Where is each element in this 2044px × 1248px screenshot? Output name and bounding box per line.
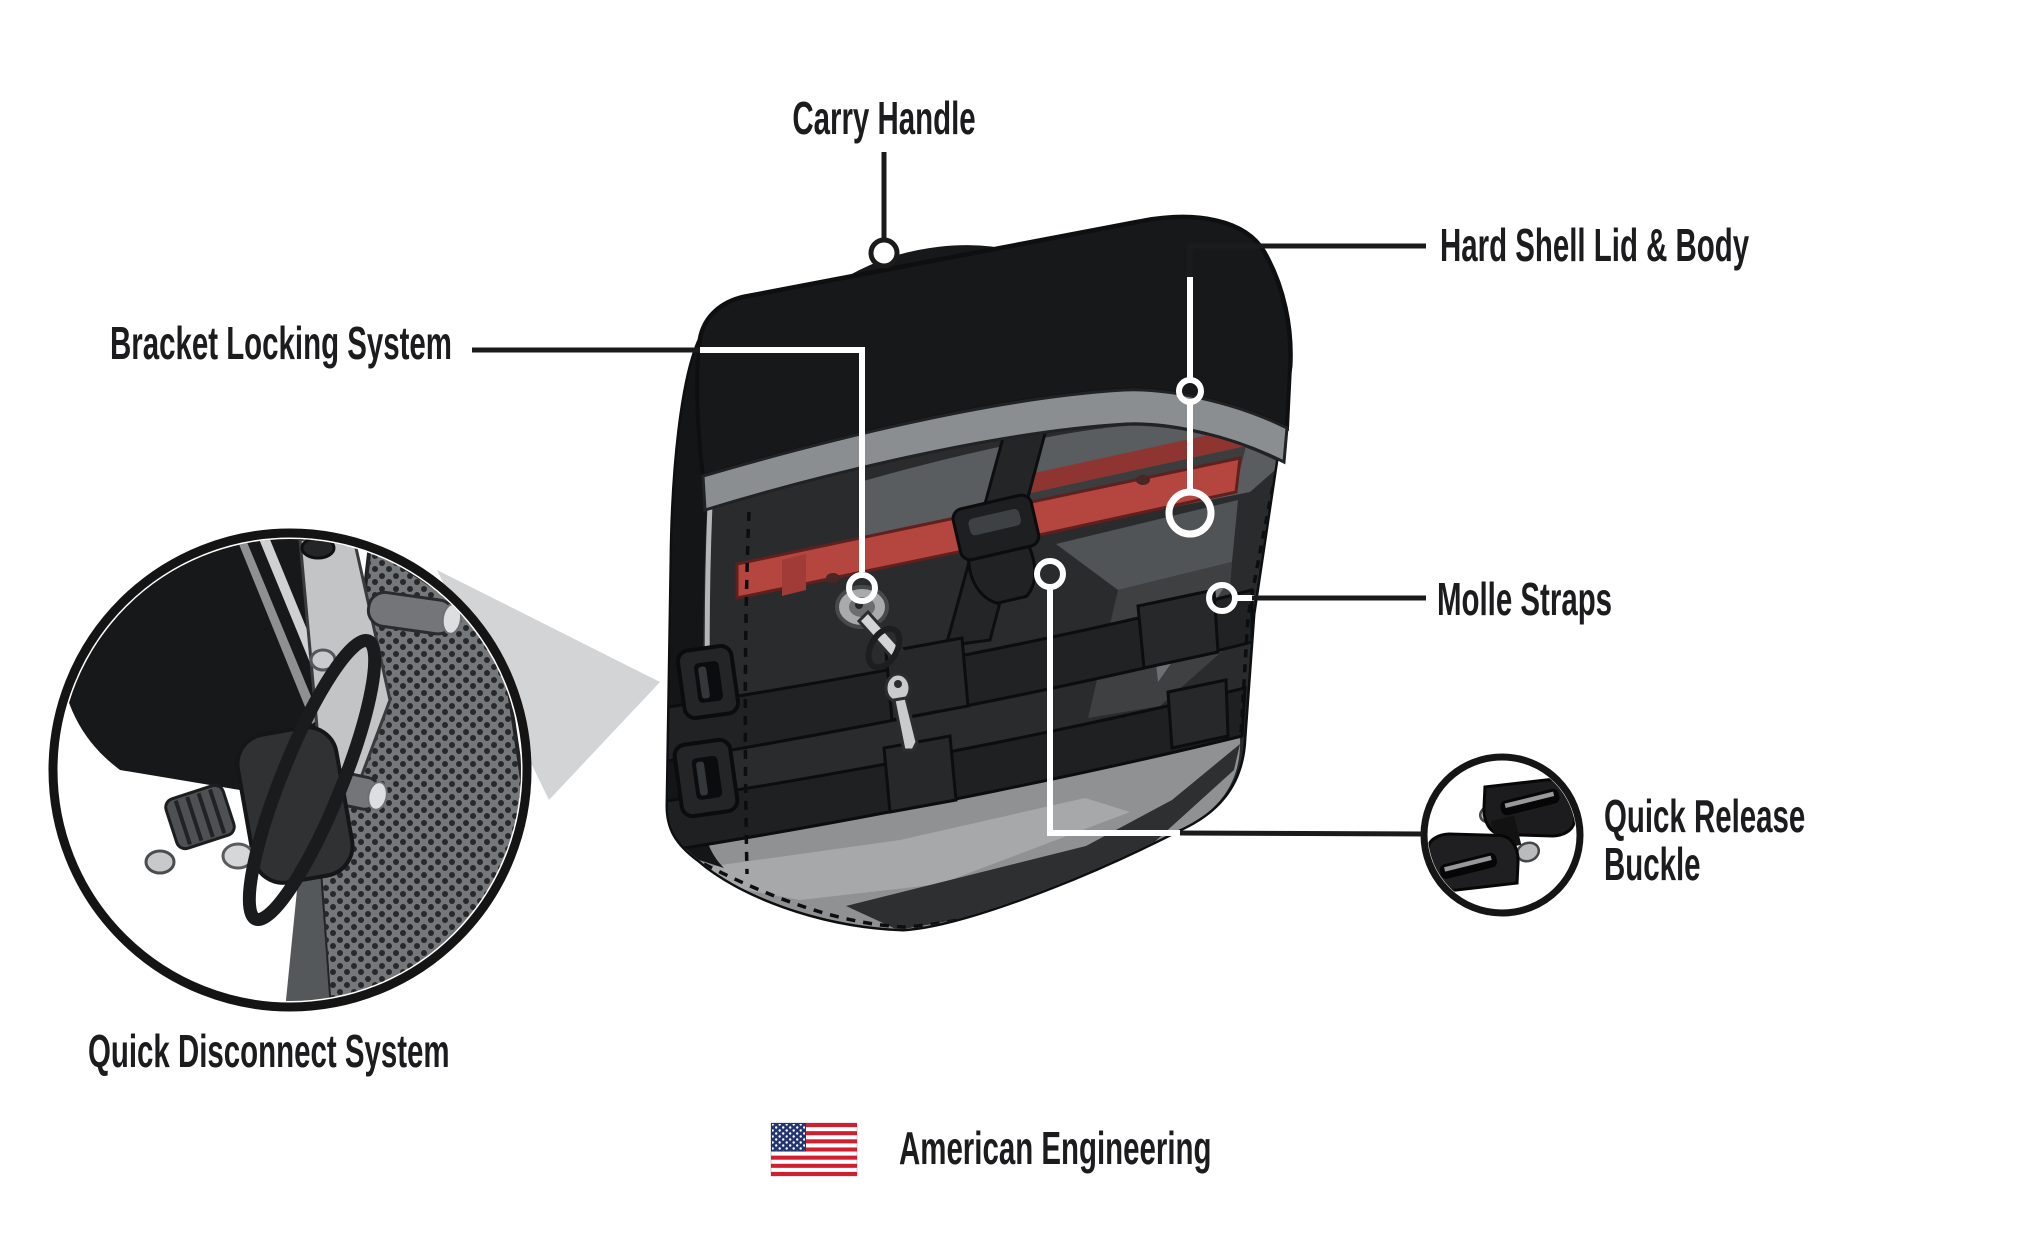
red-strap-gusset-wrap (782, 554, 806, 596)
us-flag-icon (770, 1122, 858, 1177)
quick-disconnect-inset (48, 528, 532, 1012)
case-highlight (234, 539, 320, 724)
bracket-locking-leader (472, 347, 878, 604)
hard-shell-leader (1165, 243, 1426, 538)
label-quick-release-line1: Quick Release (1604, 790, 1806, 842)
bracket-lock-and-keys (835, 585, 919, 752)
strap-keeper (1166, 678, 1230, 750)
label-hard-shell-lid-body: Hard Shell Lid & Body (1440, 219, 1750, 271)
bottom-chevron-light (700, 798, 1130, 900)
molle-straps-leader (1206, 582, 1426, 614)
thumb-screw (164, 783, 236, 851)
standoff-pin (366, 590, 463, 636)
bottom-chevron-dark (846, 744, 1240, 929)
red-strap-rivet-left (826, 573, 840, 583)
right-stitching (1239, 471, 1278, 735)
gusset-loop-lower (672, 737, 740, 819)
bolt (300, 539, 336, 560)
magnifier-cone (437, 570, 660, 800)
label-quick-release-line2: Buckle (1604, 838, 1701, 891)
label-molle-straps: Molle Straps (1437, 573, 1613, 625)
strap-keeper (882, 734, 958, 814)
left-stitching (743, 511, 751, 875)
label-quick-release-buckle: Quick Release Buckle (1604, 792, 1805, 889)
red-strap-rivet-right (1136, 475, 1150, 485)
label-bracket-locking-system: Bracket Locking System (110, 317, 452, 369)
buckle-half-lower (1428, 832, 1520, 894)
center-strap-buckle (951, 493, 1041, 605)
bolt (144, 849, 176, 875)
strap-keeper (1136, 588, 1220, 670)
gusset-loop-upper (675, 643, 741, 721)
quick-release-buckle-inset (1420, 753, 1584, 917)
carry-handle-leader (868, 152, 900, 269)
quick-release-leader (1034, 558, 1424, 837)
face-panel-right-1 (1056, 500, 1238, 590)
label-quick-disconnect-system: Quick Disconnect System (88, 1025, 450, 1077)
footer-american-engineering: American Engineering (899, 1122, 1212, 1174)
wire-pull-loop (242, 633, 382, 927)
lid-trim-stripe (701, 388, 1289, 512)
label-carry-handle: Carry Handle (792, 92, 976, 144)
red-strap-top-face (1002, 428, 1246, 498)
callout-leaders (472, 152, 1426, 837)
